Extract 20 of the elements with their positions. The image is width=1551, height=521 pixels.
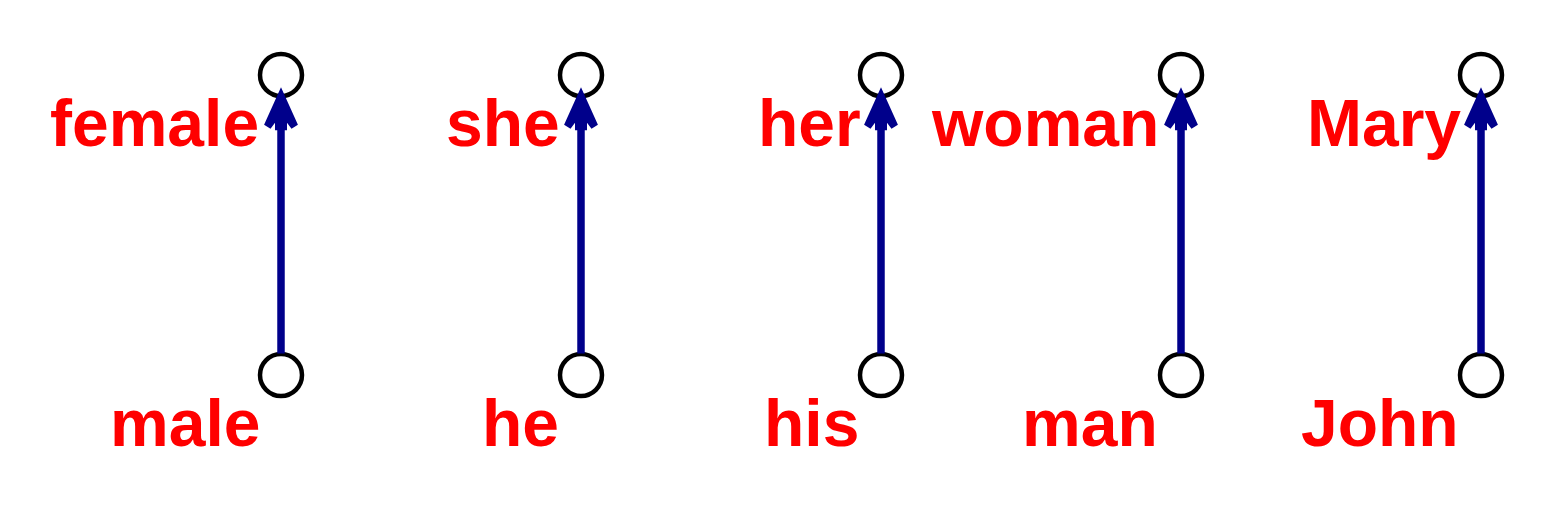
node-label: man: [1021, 385, 1158, 460]
node-circle: [1157, 351, 1204, 398]
node-circle: [557, 51, 604, 98]
node-label: Mary: [1306, 85, 1461, 160]
node-label: male: [109, 385, 260, 460]
node-label: female: [49, 85, 259, 160]
node-label: he: [481, 385, 559, 460]
node-label: her: [757, 85, 861, 160]
node-circle: [257, 51, 304, 98]
node-circle: [257, 351, 304, 398]
node-circle: [1157, 51, 1204, 98]
node-circle: [1457, 351, 1504, 398]
node-label: John: [1300, 385, 1459, 460]
node-circle: [557, 351, 604, 398]
node-label: woman: [931, 85, 1159, 160]
node-circle: [857, 51, 904, 98]
node-label: his: [763, 385, 859, 460]
node-label: she: [445, 85, 560, 160]
node-circle: [857, 351, 904, 398]
node-circle: [1457, 51, 1504, 98]
